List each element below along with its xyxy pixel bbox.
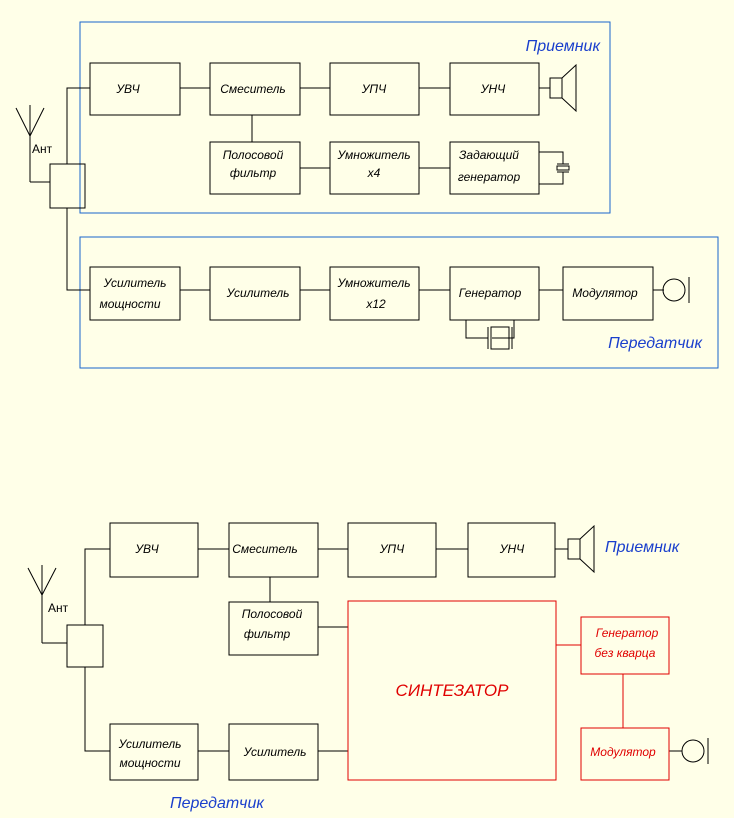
speaker-icon <box>567 524 595 574</box>
bandpass-filter-label-2: фильтр <box>244 627 291 641</box>
antenna-icon <box>27 565 67 644</box>
generator-label: Генератор <box>459 286 522 300</box>
antenna-to-rx-wire <box>66 87 90 164</box>
receiver-frame <box>79 21 611 214</box>
crystal-free-generator-block <box>580 616 670 675</box>
amplifier-label: Усилитель <box>226 286 290 300</box>
amplifier-block <box>209 266 301 321</box>
amplifier-label: Усилитель <box>243 745 307 759</box>
transmitter-title: Передатчик <box>608 335 703 352</box>
top-diagram: Приемник Передатчик Ант УВЧ Смеситель УП… <box>15 21 719 369</box>
antenna-to-tx-wire <box>84 667 110 752</box>
synthesizer-label: СИНТЕЗАТОР <box>396 681 510 700</box>
transmitter-title: Передатчик <box>170 795 265 812</box>
crystal-icon <box>465 320 515 350</box>
antenna-to-rx-wire <box>84 548 110 625</box>
upch-label: УПЧ <box>379 542 405 556</box>
power-amplifier-block <box>109 723 199 781</box>
mixer-block <box>209 62 301 116</box>
modulator-label: Модулятор <box>590 745 656 759</box>
antenna-to-tx-wire <box>66 208 90 291</box>
crystal-free-generator-label-1: Генератор <box>596 626 659 640</box>
mixer-block <box>228 522 319 578</box>
microphone-icon <box>662 277 690 303</box>
uvch-label: УВЧ <box>115 82 140 96</box>
power-amplifier-label-2: мощности <box>99 297 160 311</box>
power-amplifier-label-1: Усилитель <box>118 737 182 751</box>
bandpass-filter-label-1: Полосовой <box>242 607 303 621</box>
generator-block <box>449 266 540 321</box>
power-amplifier-label-2: мощности <box>119 756 180 770</box>
multiplier-x4-block <box>329 141 420 195</box>
upch-block <box>347 522 437 578</box>
mixer-label: Смеситель <box>232 542 297 556</box>
mixer-label: Смеситель <box>220 82 285 96</box>
multiplier-x4-label-1: Умножитель <box>336 148 410 162</box>
unch-block <box>467 522 556 578</box>
multiplier-x12-block <box>329 266 420 321</box>
uvch-block <box>89 62 181 116</box>
uvch-block <box>109 522 199 578</box>
crystal-free-generator-label-2: без кварца <box>595 646 656 660</box>
master-oscillator-block <box>449 141 540 195</box>
transmitter-frame <box>79 236 719 369</box>
power-amplifier-block <box>89 266 181 321</box>
bottom-diagram: Приемник Передатчик Ант УВЧ Смеситель УП… <box>27 522 709 812</box>
synthesizer-block <box>347 600 557 781</box>
unch-label: УНЧ <box>499 542 525 556</box>
modulator-block <box>580 727 670 781</box>
modulator-block <box>562 266 654 321</box>
microphone-icon <box>681 738 709 764</box>
receiver-title: Приемник <box>605 539 681 556</box>
receiver-title: Приемник <box>526 38 602 55</box>
multiplier-x4-label-2: x4 <box>367 166 381 180</box>
bandpass-filter-label-1: Полосовой <box>223 148 284 162</box>
bandpass-filter-label-2: фильтр <box>230 166 277 180</box>
crystal-icon <box>539 151 570 185</box>
amplifier-block <box>228 723 319 781</box>
antenna-label: Ант <box>48 601 69 615</box>
bandpass-filter-block <box>209 141 301 195</box>
master-oscillator-label-1: Задающий <box>459 148 519 162</box>
power-amplifier-label-1: Усилитель <box>103 276 167 290</box>
antenna-label: Ант <box>32 142 53 156</box>
multiplier-x12-label-2: x12 <box>365 297 386 311</box>
upch-block <box>329 62 420 116</box>
duplexer-block <box>66 624 104 668</box>
uvch-label: УВЧ <box>134 542 159 556</box>
upch-label: УПЧ <box>361 82 387 96</box>
synth-chain-wires <box>556 644 624 728</box>
unch-label: УНЧ <box>480 82 506 96</box>
master-oscillator-label-2: генератор <box>458 170 521 184</box>
unch-block <box>449 62 540 116</box>
modulator-label: Модулятор <box>572 286 638 300</box>
multiplier-x12-label-1: Умножитель <box>336 276 410 290</box>
antenna-icon <box>15 105 50 183</box>
speaker-icon <box>549 63 577 113</box>
bandpass-filter-block <box>228 601 319 656</box>
